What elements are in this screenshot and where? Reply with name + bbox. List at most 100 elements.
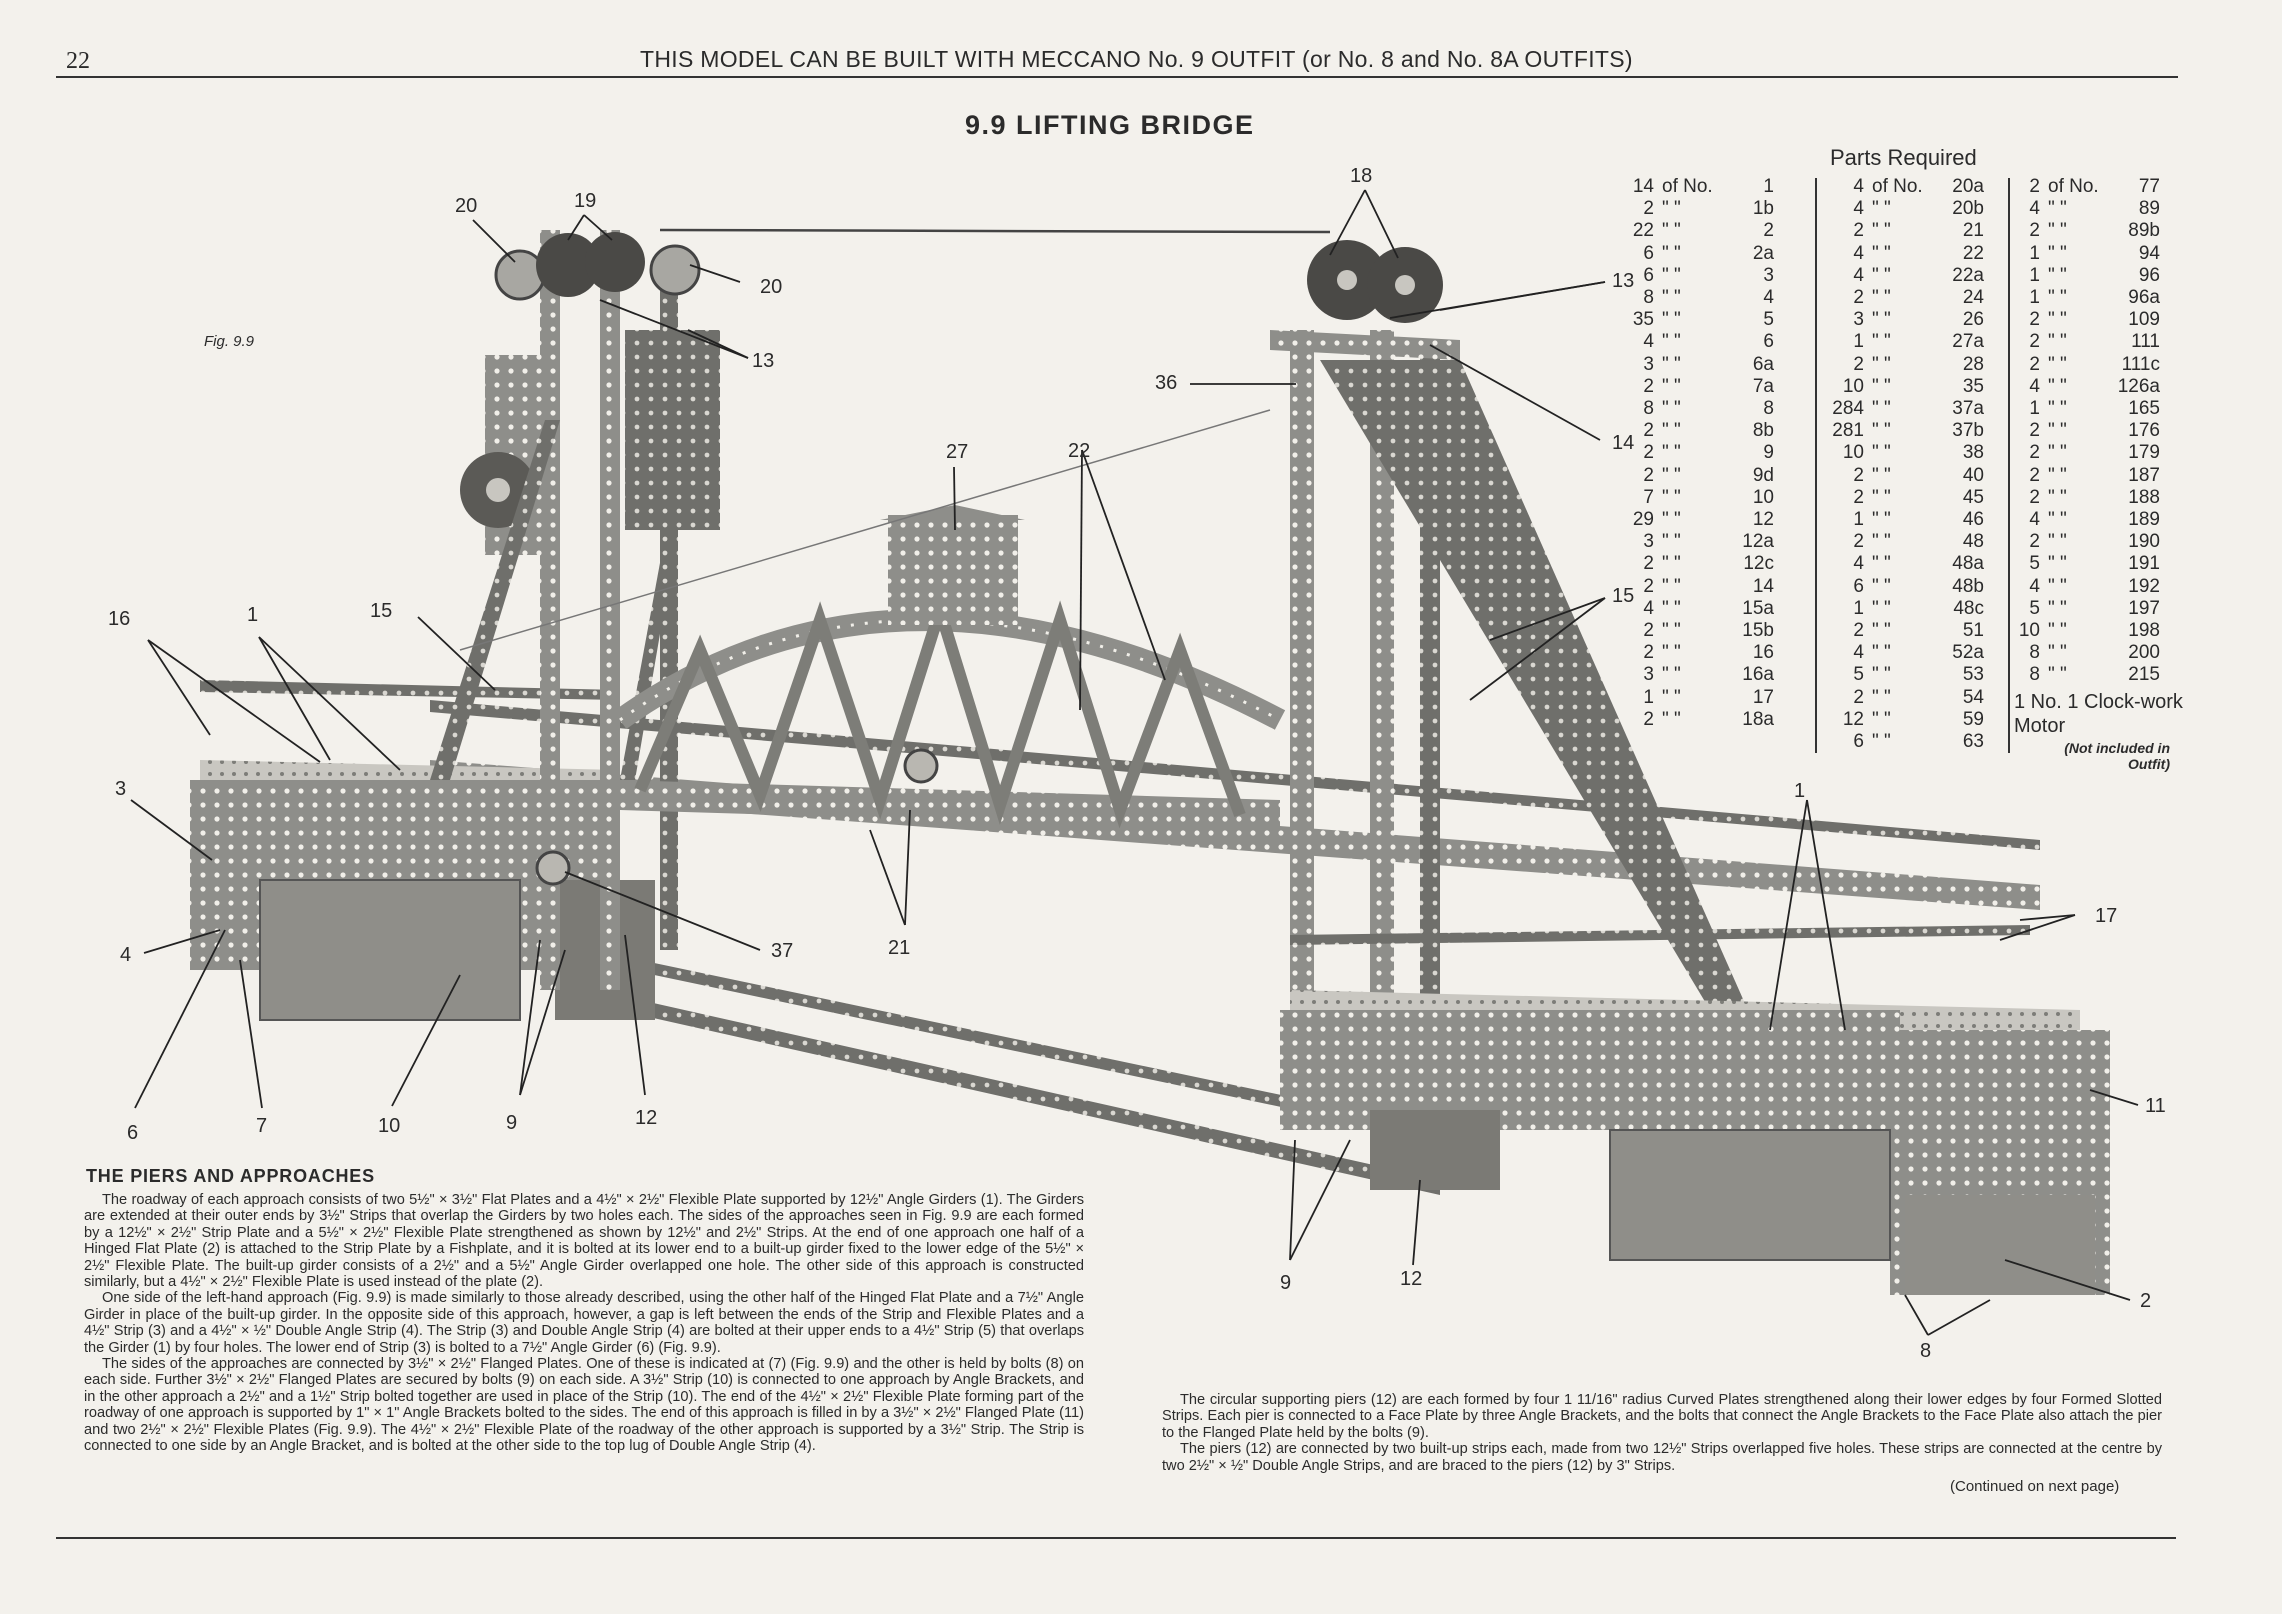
parts-row: 1" "96 — [1986, 265, 2160, 287]
parts-row: 2" "9 — [1600, 442, 1774, 464]
parts-number: 6 — [1763, 331, 1774, 353]
parts-of: " " — [2048, 620, 2067, 642]
parts-of: " " — [1662, 642, 1681, 664]
parts-number: 6a — [1752, 353, 1774, 375]
parts-number: 24 — [1962, 287, 1984, 309]
callout-16: 16 — [108, 608, 131, 630]
parts-of: of No. — [1662, 176, 1713, 197]
left-brace — [430, 420, 560, 780]
callout-20-right: 20 — [760, 276, 783, 298]
parts-number: 111 — [2131, 331, 2160, 353]
parts-number: 16 — [1752, 642, 1774, 664]
parts-row: 4" "6 — [1600, 331, 1774, 353]
parts-of: " " — [1872, 642, 1891, 664]
parts-quantity: 3 — [1643, 531, 1654, 553]
parts-of: " " — [2048, 442, 2067, 464]
parts-row: 2" "45 — [1810, 487, 1984, 509]
parts-row: 2" "8b — [1600, 420, 1774, 442]
parts-row: 1" "165 — [1986, 398, 2160, 420]
parts-row: 4" "22a — [1810, 265, 1984, 287]
parts-quantity: 1 — [1853, 331, 1864, 353]
parts-quantity: 2 — [1643, 198, 1654, 220]
page-number: 22 — [66, 48, 90, 74]
parts-quantity: 2 — [1643, 620, 1654, 642]
parts-number: 126a — [2117, 375, 2160, 397]
parts-row: 2" "176 — [1986, 420, 2160, 442]
parts-quantity: 22 — [1632, 220, 1654, 242]
parts-number: 5 — [1763, 309, 1774, 331]
parts-number: 176 — [2128, 420, 2160, 442]
body-right: The circular supporting piers (12) are e… — [1162, 1392, 2162, 1474]
parts-row: 2" "40 — [1810, 465, 1984, 487]
callout-12-right: 12 — [1400, 1268, 1423, 1290]
callout-15-right: 15 — [1612, 585, 1635, 607]
parts-quantity: 4 — [1853, 264, 1864, 286]
parts-quantity: 12 — [1842, 708, 1864, 730]
parts-quantity: 1 — [1853, 597, 1864, 619]
parts-of: " " — [1872, 264, 1891, 286]
parts-number: 17 — [1752, 686, 1774, 708]
parts-quantity: 1 — [2029, 287, 2040, 309]
parts-of: " " — [1872, 620, 1891, 642]
callout-13-right: 13 — [1612, 270, 1635, 292]
parts-quantity: 2 — [1643, 442, 1654, 464]
parts-quantity: 2 — [1643, 708, 1654, 730]
callout-7: 7 — [256, 1115, 268, 1137]
lower-strip — [640, 1000, 1440, 1195]
parts-of: " " — [1872, 398, 1891, 420]
parts-row: 2" "1b — [1600, 198, 1774, 220]
parts-row: 2" "51 — [1810, 620, 1984, 642]
parts-quantity: 8 — [2029, 664, 2040, 686]
parts-row: 8" "215 — [1986, 664, 2160, 686]
parts-number: 12 — [1752, 509, 1774, 531]
parts-quantity: 2 — [1853, 486, 1864, 508]
paragraph: One side of the left-hand approach (Fig.… — [84, 1290, 1084, 1356]
parts-quantity: 29 — [1632, 509, 1654, 531]
parts-number: 191 — [2128, 553, 2160, 575]
parts-of: " " — [1662, 664, 1681, 686]
parts-number: 12a — [1742, 531, 1774, 553]
paragraph: The piers (12) are connected by two buil… — [1162, 1441, 2162, 1474]
parts-quantity: 284 — [1832, 398, 1864, 420]
parts-row: 5" "197 — [1986, 598, 2160, 620]
parts-of: " " — [1872, 708, 1891, 730]
parts-row: 4" "20b — [1810, 198, 1984, 220]
parts-number: 37a — [1952, 398, 1984, 420]
parts-of: " " — [1662, 686, 1681, 708]
parts-number: 35 — [1962, 375, 1984, 397]
parts-quantity: 2 — [1853, 620, 1864, 642]
parts-number: 165 — [2128, 398, 2160, 420]
right-pier — [1370, 1110, 1500, 1190]
parts-of: " " — [1662, 420, 1681, 442]
parts-number: 22 — [1962, 242, 1984, 264]
running-title: THIS MODEL CAN BE BUILT WITH MECCANO No.… — [640, 46, 1633, 72]
parts-row: 22" "2 — [1600, 220, 1774, 242]
parts-divider-2 — [2008, 178, 2010, 753]
parts-number: 77 — [2138, 176, 2160, 197]
parts-row: 6" "48b — [1810, 576, 1984, 598]
parts-quantity: 6 — [1853, 575, 1864, 597]
parts-quantity: 4 — [2029, 198, 2040, 220]
parts-quantity: 2 — [2029, 420, 2040, 442]
parts-quantity: 4 — [1853, 242, 1864, 264]
parts-of: " " — [1662, 242, 1681, 264]
parts-row: 4" "48a — [1810, 553, 1984, 575]
parts-quantity: 2 — [2029, 331, 2040, 353]
parts-number: 12c — [1743, 553, 1774, 575]
parts-number: 37b — [1952, 420, 1984, 442]
parts-quantity: 5 — [1853, 664, 1864, 686]
parts-of: " " — [1872, 420, 1891, 442]
parts-quantity: 2 — [1853, 686, 1864, 708]
paragraph: The roadway of each approach consists of… — [84, 1192, 1084, 1291]
pulley-19-a — [536, 233, 600, 297]
paragraph: The sides of the approaches are connecte… — [84, 1356, 1084, 1455]
parts-number: 40 — [1962, 464, 1984, 486]
parts-quantity: 2 — [1643, 464, 1654, 486]
parts-number: 197 — [2128, 597, 2160, 619]
parts-of: " " — [1662, 331, 1681, 353]
parts-of: " " — [2048, 331, 2067, 353]
parts-quantity: 2 — [1643, 375, 1654, 397]
